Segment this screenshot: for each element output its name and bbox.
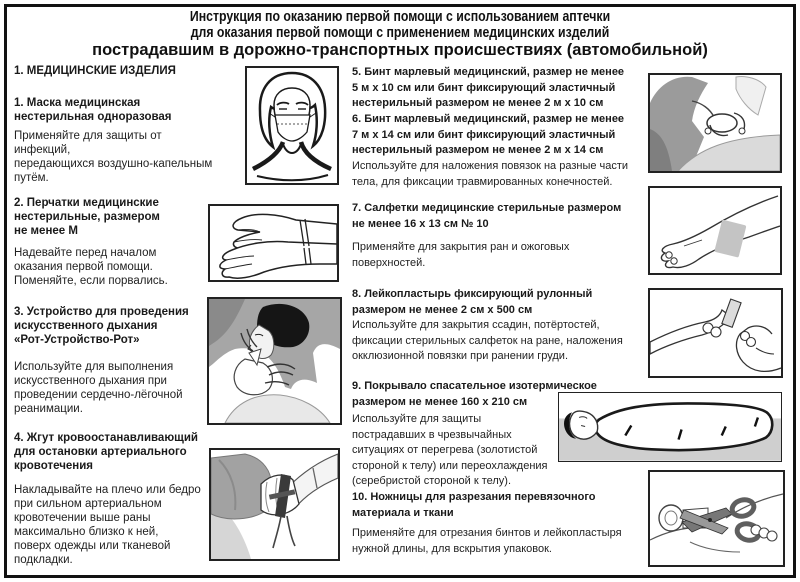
scissors-illustration xyxy=(648,470,785,567)
left-column-heading: 1. МЕДИЦИНСКИЕ ИЗДЕЛИЯ xyxy=(14,65,176,77)
section-1-description: Применяйте для защиты от инфекций, перед… xyxy=(14,130,213,184)
section-9-description: Используйте для защиты пострадавших в чр… xyxy=(352,413,548,487)
section-2-title: 2. Перчатки медицинские нестерильные, ра… xyxy=(14,197,160,237)
section-6-title: 6. Бинт марлевый медицинский, размер не … xyxy=(352,113,625,156)
gloves-illustration xyxy=(208,204,339,282)
blanket-illustration xyxy=(558,392,782,462)
bandaging-illustration xyxy=(648,73,782,173)
cpr-illustration xyxy=(207,297,342,425)
section-4-description: Накладывайте на плечо или бедро при силь… xyxy=(14,484,201,566)
page-title-line3: пострадавшим в дорожно-транспортных прои… xyxy=(92,41,708,59)
section-8-description: Используйте для закрытия ссадин, потёрто… xyxy=(352,319,623,362)
section-3-description: Используйте для выполнения искусственног… xyxy=(14,361,183,415)
section-9-title: 9. Покрывало спасательное изотермическое… xyxy=(352,380,597,408)
section-3-title: 3. Устройство для проведения искусственн… xyxy=(14,306,189,346)
page-title-line2: для оказания первой помощи с применением… xyxy=(190,24,610,41)
section-8-title: 8. Лейкопластырь фиксирующий рулонный ра… xyxy=(352,288,593,316)
napkin-illustration xyxy=(648,186,782,275)
section-2-description: Надевайте перед началом оказания первой … xyxy=(14,247,168,287)
plaster-illustration xyxy=(648,288,783,378)
mask-illustration xyxy=(245,66,339,185)
section-5-title: 5. Бинт марлевый медицинский, размер не … xyxy=(352,66,625,109)
section-10-description: Применяйте для отрезания бинтов и лейкоп… xyxy=(352,527,622,555)
section-5-6-description: Используйте для наложения повязок на раз… xyxy=(352,160,629,188)
page-title: Инструкция по оказанию первой помощи с и… xyxy=(0,8,800,60)
section-4-title: 4. Жгут кровоостанавливающий для останов… xyxy=(14,432,198,472)
section-1-title: 1. Маска медицинская нестерильная однора… xyxy=(14,97,172,123)
page-title-line1: Инструкция по оказанию первой помощи с и… xyxy=(189,8,611,25)
section-7-description: Применяйте для закрытия ран и ожоговых п… xyxy=(352,241,570,269)
section-7-title: 7. Салфетки медицинские стерильные разме… xyxy=(352,202,622,230)
section-10-title: 10. Ножницы для разрезания перевязочного… xyxy=(352,491,596,519)
tourniquet-illustration xyxy=(209,448,340,561)
